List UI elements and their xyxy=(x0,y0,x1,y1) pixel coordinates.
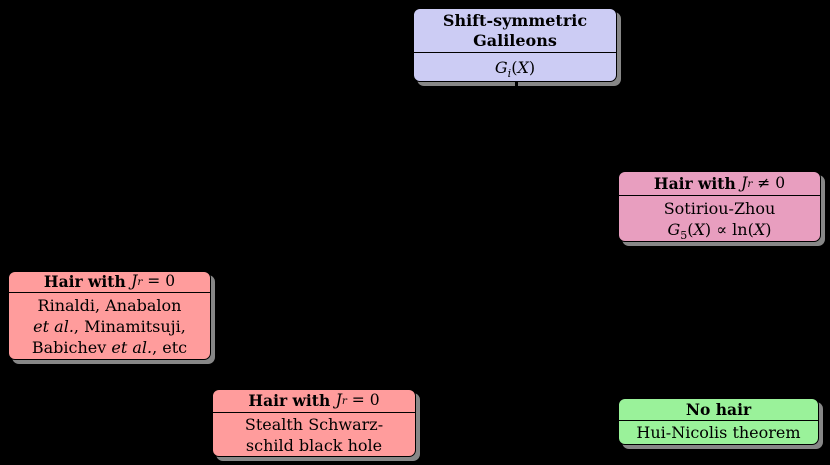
title-line: Shift-symmetric xyxy=(442,10,588,30)
title-line: Galileons xyxy=(473,30,557,50)
node-body: Sotiriou-Zhou G5(X) ∝ ln(X) xyxy=(619,196,820,241)
body-line: schild black hole xyxy=(245,435,383,455)
body-line: Babichev et al., etc xyxy=(31,337,188,357)
node-body: Gi(X) xyxy=(414,53,616,81)
body-line: Rinaldi, Anabalon xyxy=(37,295,182,315)
formula-gi-x: Gi(X) xyxy=(494,57,536,80)
edge-stub xyxy=(515,81,518,88)
body-line: Sotiriou-Zhou xyxy=(663,198,776,218)
formula-g5-lnx: G5(X) ∝ ln(X) xyxy=(667,219,772,242)
node-body: Hui-Nicolis theorem xyxy=(619,421,818,444)
node-title: Shift-symmetric Galileons xyxy=(414,9,616,53)
node-body: Stealth Schwarz- schild black hole xyxy=(213,413,415,456)
node-title: No hair xyxy=(619,399,818,421)
body-line: et al., Minamitsuji, xyxy=(33,316,186,336)
node-no-hair: No hair Hui-Nicolis theorem xyxy=(618,398,819,445)
body-line: Stealth Schwarz- xyxy=(244,414,384,434)
body-line: Hui-Nicolis theorem xyxy=(636,422,801,442)
node-shift-symmetric-galileons: Shift-symmetric Galileons Gi(X) xyxy=(413,8,617,82)
node-body: Rinaldi, Anabalon et al., Minamitsuji, B… xyxy=(9,293,210,359)
